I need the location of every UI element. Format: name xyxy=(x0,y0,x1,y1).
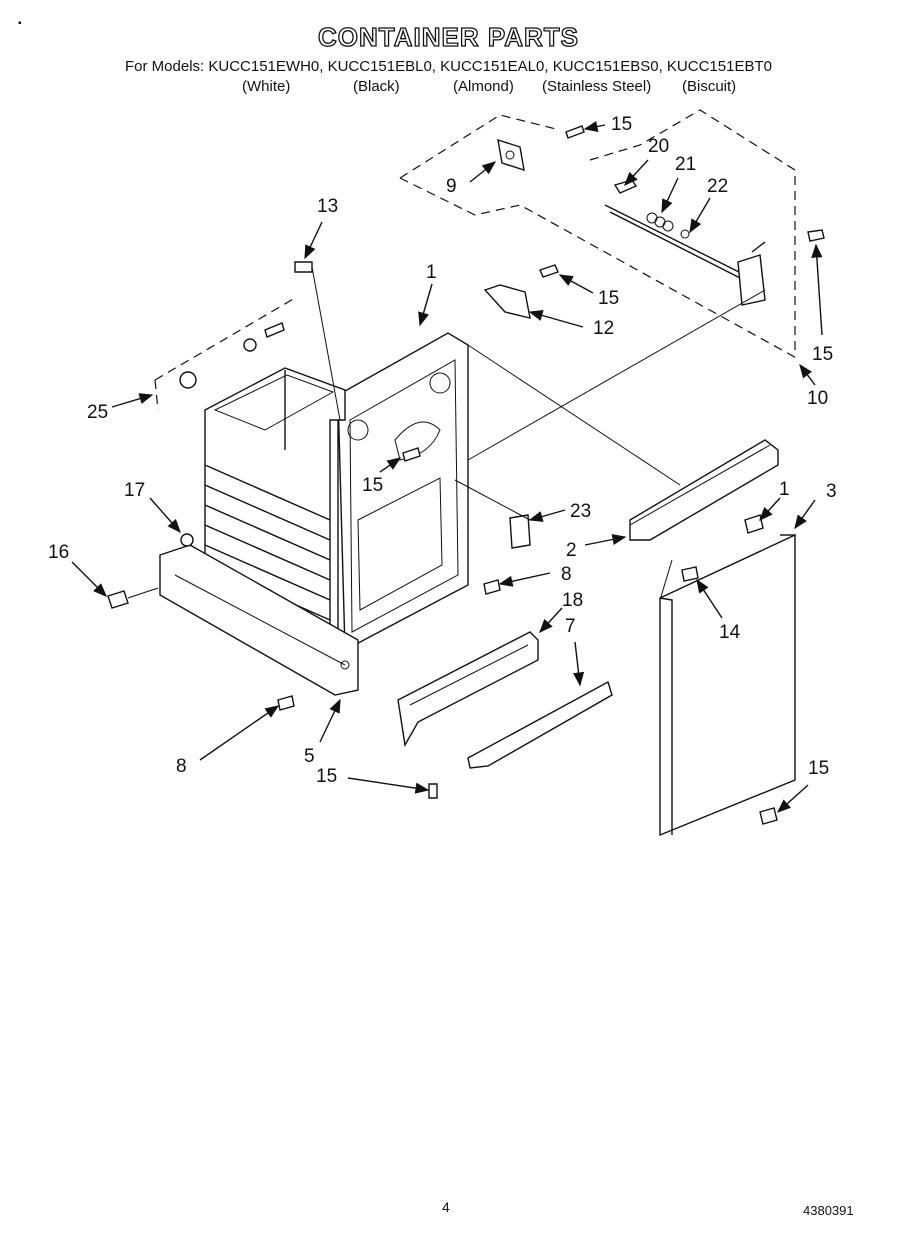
callout-2: 2 xyxy=(566,540,577,561)
bracket-23 xyxy=(509,514,531,549)
screw-middle xyxy=(402,447,421,462)
callout-1-upper: 1 xyxy=(426,262,437,283)
color-white: (White) xyxy=(242,78,291,95)
screw-door-bottom xyxy=(759,807,778,825)
callout-15-top: 15 xyxy=(611,114,632,135)
callout-17: 17 xyxy=(124,480,145,501)
callout-25: 25 xyxy=(87,402,108,423)
hinge-assembly-outline xyxy=(399,109,801,361)
bracket-12 xyxy=(483,264,559,319)
screw-16 xyxy=(107,587,159,609)
color-almond: (Almond) xyxy=(453,78,514,95)
connector-lines xyxy=(454,289,766,601)
document-number: 4380391 xyxy=(803,1203,854,1218)
callout-8-lower: 8 xyxy=(176,756,187,777)
callout-8-upper: 8 xyxy=(561,564,572,585)
foot-8-lower xyxy=(277,695,295,711)
callout-16: 16 xyxy=(48,542,69,563)
page-title: CONTAINER PARTS xyxy=(317,21,580,52)
callout-15-door: 15 xyxy=(808,758,829,779)
knob-17 xyxy=(180,533,194,547)
callout-21: 21 xyxy=(675,154,696,175)
callout-15-right: 15 xyxy=(812,344,833,365)
cabinet-frame xyxy=(337,332,469,652)
callout-13: 13 xyxy=(317,196,338,217)
corner-mark: ▪ xyxy=(18,18,22,29)
color-black: (Black) xyxy=(353,78,400,95)
callout-labels: 15 20 21 22 9 13 1 15 12 15 10 25 15 17 … xyxy=(48,114,837,787)
color-stainless: (Stainless Steel) xyxy=(542,78,652,95)
callout-5: 5 xyxy=(304,746,315,767)
color-biscuit: (Biscuit) xyxy=(682,78,737,95)
screw-bottom xyxy=(428,783,438,799)
screw-14 xyxy=(681,566,699,582)
callout-18: 18 xyxy=(562,590,583,611)
foot-8-upper xyxy=(483,579,501,595)
hinge-bracket xyxy=(497,138,525,172)
callout-20: 20 xyxy=(648,136,669,157)
callout-14: 14 xyxy=(719,622,741,643)
callout-9: 9 xyxy=(446,176,457,197)
kick-plate xyxy=(397,631,613,769)
screw-top xyxy=(565,125,585,139)
page-number: 4 xyxy=(442,1199,450,1215)
callout-12: 12 xyxy=(593,318,614,339)
callout-15-bracket: 15 xyxy=(598,288,619,309)
callout-arrows xyxy=(71,121,823,813)
callout-1-lower: 1 xyxy=(779,479,790,500)
callout-7: 7 xyxy=(565,616,576,637)
hinge-rod xyxy=(604,179,766,306)
knob-assembly xyxy=(154,297,296,411)
callout-15-middle: 15 xyxy=(362,475,383,496)
callout-22: 22 xyxy=(707,176,728,197)
bolt-13 xyxy=(294,261,341,421)
door-panel xyxy=(659,533,796,837)
door-handle xyxy=(629,439,779,541)
callout-3: 3 xyxy=(826,481,837,502)
model-list: For Models: KUCC151EWH0, KUCC151EBL0, KU… xyxy=(125,58,772,75)
callout-23: 23 xyxy=(570,501,591,522)
callout-15-bottom: 15 xyxy=(316,766,337,787)
callout-10: 10 xyxy=(807,388,828,409)
screw-right xyxy=(807,229,825,242)
